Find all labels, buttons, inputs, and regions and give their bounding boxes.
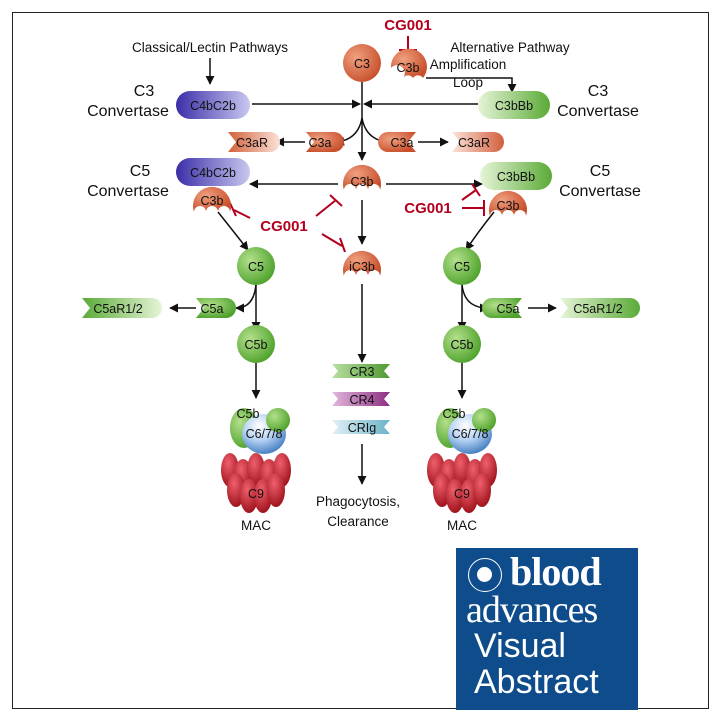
c3a-right: C3a xyxy=(378,132,416,152)
svg-text:C3aR: C3aR xyxy=(236,136,268,150)
logo-line-advances: advances xyxy=(466,589,598,631)
c4bc2b-c5-convertase: C4bC2b xyxy=(176,158,250,186)
cg001-label-left: CG001 xyxy=(260,218,308,235)
svg-text:C3a: C3a xyxy=(309,136,332,150)
cg001-label-right: CG001 xyxy=(404,200,452,217)
crig-receptor: CRIg xyxy=(332,420,390,435)
svg-text:C5b: C5b xyxy=(451,338,474,352)
c5b-node-left: C5b xyxy=(237,325,275,363)
svg-text:C4bC2b: C4bC2b xyxy=(190,99,236,113)
c3-node: C3 xyxy=(343,44,381,82)
svg-text:C9: C9 xyxy=(248,487,264,501)
left-c5-label: C5 xyxy=(130,163,151,180)
left-c3-label: C3 xyxy=(134,83,155,100)
logo-line-visual: Visual xyxy=(474,627,566,665)
c3b-node-right: C3b xyxy=(489,190,527,216)
c9-cluster xyxy=(221,453,291,513)
c3bbb-c5-convertase: C3bBb xyxy=(480,162,552,190)
svg-text:C5aR1/2: C5aR1/2 xyxy=(573,302,622,316)
c3a-left: C3a xyxy=(306,132,344,152)
svg-text:C3b: C3b xyxy=(201,194,224,208)
c5ar-right: C5aR1/2 xyxy=(560,298,640,318)
svg-text:C6/7/8: C6/7/8 xyxy=(452,427,489,441)
svg-text:C5a: C5a xyxy=(497,302,520,316)
svg-text:C9: C9 xyxy=(454,487,470,501)
cr4-receptor: CR4 xyxy=(332,392,390,407)
svg-text:C6/7/8: C6/7/8 xyxy=(246,427,283,441)
c3b-node-left: C3b xyxy=(193,186,231,212)
c3ar-right: C3aR xyxy=(452,132,504,152)
ic3b-node: iC3b xyxy=(343,250,381,276)
svg-text:C5b: C5b xyxy=(443,407,466,421)
amplification-label: Amplification xyxy=(430,57,507,72)
c3b-node-top: C3b xyxy=(390,48,427,78)
svg-text:C5b: C5b xyxy=(237,407,260,421)
pathway-arrows xyxy=(169,58,557,485)
c5b-node-right: C5b xyxy=(443,325,481,363)
mac-label-right: MAC xyxy=(447,518,477,533)
svg-text:CR4: CR4 xyxy=(349,393,374,407)
alternative-pathway-label: Alternative Pathway xyxy=(450,40,570,55)
c5ar-left: C5aR1/2 xyxy=(82,298,162,318)
c5-node-right: C5 xyxy=(443,247,481,285)
svg-text:C4bC2b: C4bC2b xyxy=(190,166,236,180)
svg-text:C3b: C3b xyxy=(397,61,420,75)
c4bc2b-c3-convertase: C4bC2b xyxy=(176,91,250,119)
svg-text:C5a: C5a xyxy=(201,302,224,316)
svg-text:C3aR: C3aR xyxy=(458,136,490,150)
c9-cluster xyxy=(427,453,497,513)
blood-advances-logo: blood advances Visual Abstract xyxy=(456,548,638,710)
logo-line-blood: blood xyxy=(510,549,602,594)
svg-text:CRIg: CRIg xyxy=(348,421,377,435)
c5a-right: C5a xyxy=(482,298,522,318)
mac-label-left: MAC xyxy=(241,518,271,533)
c3bbb-c3-convertase: C3bBb xyxy=(478,91,550,119)
right-c3-label: C3 xyxy=(588,83,609,100)
left-c3-convertase-label: Convertase xyxy=(87,103,169,120)
cr3-receptor: CR3 xyxy=(332,364,390,379)
svg-text:C5: C5 xyxy=(454,260,470,274)
svg-text:C3bBb: C3bBb xyxy=(495,99,533,113)
svg-text:C5aR1/2: C5aR1/2 xyxy=(93,302,142,316)
svg-text:C3b: C3b xyxy=(351,175,374,189)
c3b-node-center: C3b xyxy=(343,164,381,190)
svg-text:C3b: C3b xyxy=(497,199,520,213)
right-c5-label: C5 xyxy=(590,163,611,180)
c3ar-left: C3aR xyxy=(228,132,280,152)
classical-lectin-label: Classical/Lectin Pathways xyxy=(132,40,288,55)
c5a-left: C5a xyxy=(196,298,236,318)
left-c5-convertase-label: Convertase xyxy=(87,183,169,200)
cg001-label-top: CG001 xyxy=(384,17,432,34)
svg-text:iC3b: iC3b xyxy=(349,260,375,274)
svg-text:C3a: C3a xyxy=(391,136,414,150)
clearance-label: Clearance xyxy=(327,514,389,529)
figure-frame xyxy=(12,12,709,709)
logo-line-abstract: Abstract xyxy=(474,663,599,701)
c5-node-left: C5 xyxy=(237,247,275,285)
phagocytosis-label: Phagocytosis, xyxy=(316,494,400,509)
svg-text:C5: C5 xyxy=(248,260,264,274)
svg-text:C5b: C5b xyxy=(245,338,268,352)
right-c3-convertase-label: Convertase xyxy=(557,103,639,120)
svg-text:C3bBb: C3bBb xyxy=(497,170,535,184)
mac-complex-right: C5b C6/7/8 C9 xyxy=(427,407,497,513)
svg-text:C3: C3 xyxy=(354,57,370,71)
ash-seal-icon xyxy=(468,558,502,592)
mac-complex-left: C5b C6/7/8 C9 xyxy=(221,407,291,513)
right-c5-convertase-label: Convertase xyxy=(559,183,641,200)
svg-text:CR3: CR3 xyxy=(349,365,374,379)
